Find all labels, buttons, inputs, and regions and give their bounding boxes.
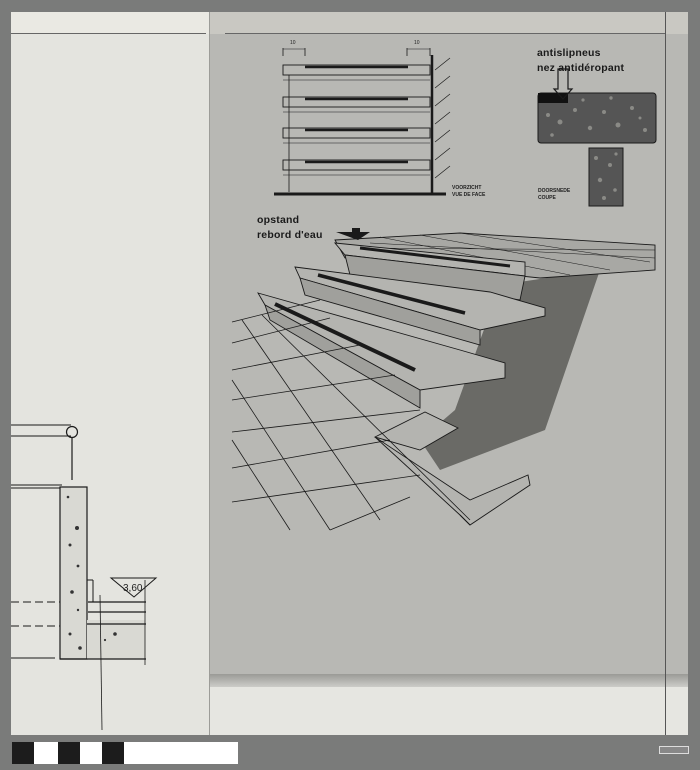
upstand-label-fr: rebord d'eau [257, 229, 323, 241]
fold-shadow [209, 674, 688, 690]
wall-section-drawing [11, 424, 158, 731]
front-view-label-fr: VUE DE FACE [452, 192, 486, 198]
left-sheet-top-strip [11, 12, 209, 34]
scan-id-tag [659, 746, 689, 754]
dimension-right: 10 [414, 40, 420, 46]
swatch-black [58, 742, 80, 764]
right-margin-rule [665, 12, 666, 735]
section-label-nl: DOORSNEDE [538, 188, 571, 194]
perspective-stair-drawing [231, 228, 656, 531]
level-marker: 3,60 [123, 583, 143, 594]
swatch-white-wide [124, 742, 238, 764]
section-label-fr: COUPE [538, 195, 556, 201]
anti-slip-label-nl: antislipneus [537, 47, 601, 59]
swatch-white [34, 742, 58, 764]
right-sheet-top-strip [209, 12, 688, 34]
upstand-label-nl: opstand [257, 214, 300, 226]
dimension-left: 10 [290, 40, 296, 46]
front-view-drawing [274, 48, 451, 196]
left-paper-sheet [11, 12, 209, 735]
swatch-black [102, 742, 124, 764]
front-view-label-nl: VOORZICHT [452, 185, 482, 191]
scan-calibration-bar [12, 742, 238, 764]
right-header-rule [225, 33, 665, 34]
swatch-white [80, 742, 102, 764]
anti-slip-label-fr: nez antidéropant [537, 62, 625, 74]
left-header-rule [11, 33, 206, 34]
fold-line [209, 12, 210, 735]
anti-slip-section-drawing [537, 68, 657, 207]
bottom-paper-strip [209, 687, 688, 735]
swatch-black [12, 742, 34, 764]
